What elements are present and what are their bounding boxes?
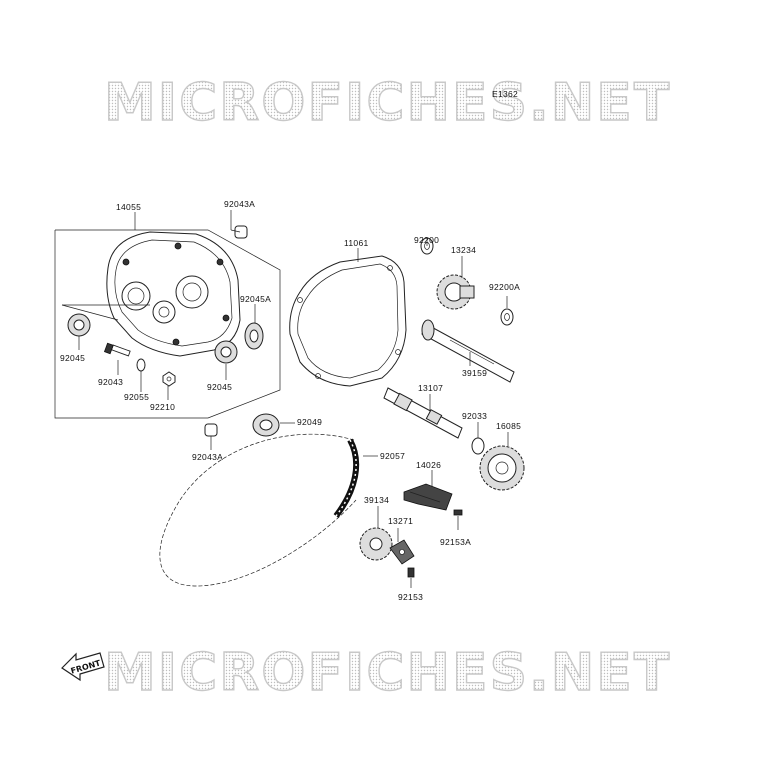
part-92210-label: 92210 [150,402,175,412]
part-92200A-label: 92200A [489,282,520,292]
chain-92057 [159,433,360,587]
bearing-92045-right [214,340,238,364]
plate-13271 [389,539,415,565]
gear-case-cover [106,231,241,357]
front-arrow-icon: FRONT [61,652,105,682]
part-92153A-label: 92153A [440,537,471,547]
watermark-bottom: MICROFICHES.NET [104,643,671,703]
part-14055-label: 14055 [116,202,141,212]
screw-92153 [407,567,415,578]
washer-92055 [136,358,146,372]
part-92045-left-label: 92045 [60,353,85,363]
part-13271-label: 13271 [388,516,413,526]
part-92045-right-label: 92045 [207,382,232,392]
chain-guide-14026 [403,483,453,511]
part-92049-label: 92049 [297,417,322,427]
bearing-92045-left [67,313,91,337]
gear-case-outline [54,212,281,419]
part-92043-label: 92043 [98,377,123,387]
part-11061-label: 11061 [344,238,369,248]
part-92045A-label: 92045A [240,294,271,304]
dowel-pin-92043A-top [234,225,248,239]
oil-seal-92045A [244,322,264,350]
gasket-11061 [289,255,407,387]
oil-seal-92049 [252,413,280,437]
part-39159-label: 39159 [462,368,487,378]
part-13234-label: 13234 [451,245,476,255]
part-92200-label: 92200 [414,235,439,245]
watermark-top: MICROFICHES.NET [104,73,671,133]
dowel-pin-92043A-bottom [204,423,218,437]
bolt-92043 [103,342,131,357]
part-92153-label: 92153 [398,592,423,602]
circlip-92033 [471,437,485,455]
part-39134-label: 39134 [364,495,389,505]
washer-92200A [500,308,514,326]
part-14026-label: 14026 [416,460,441,470]
shaft-39159 [421,319,515,383]
part-92055-label: 92055 [124,392,149,402]
part-92033-label: 92033 [462,411,487,421]
gear-13234 [436,274,475,310]
diagram-code: E1362 [492,89,518,99]
leader-lines [78,210,509,588]
sprocket-39134 [359,527,393,561]
part-92043A-top-label: 92043A [224,199,255,209]
gear-16085 [479,445,525,491]
shaft-13107 [383,387,463,439]
part-16085-label: 16085 [496,421,521,431]
screw-92153A [453,509,463,516]
nut-92210 [162,371,176,387]
part-92043A-bottom-label: 92043A [192,452,223,462]
part-92057-label: 92057 [380,451,405,461]
part-13107-label: 13107 [418,383,443,393]
